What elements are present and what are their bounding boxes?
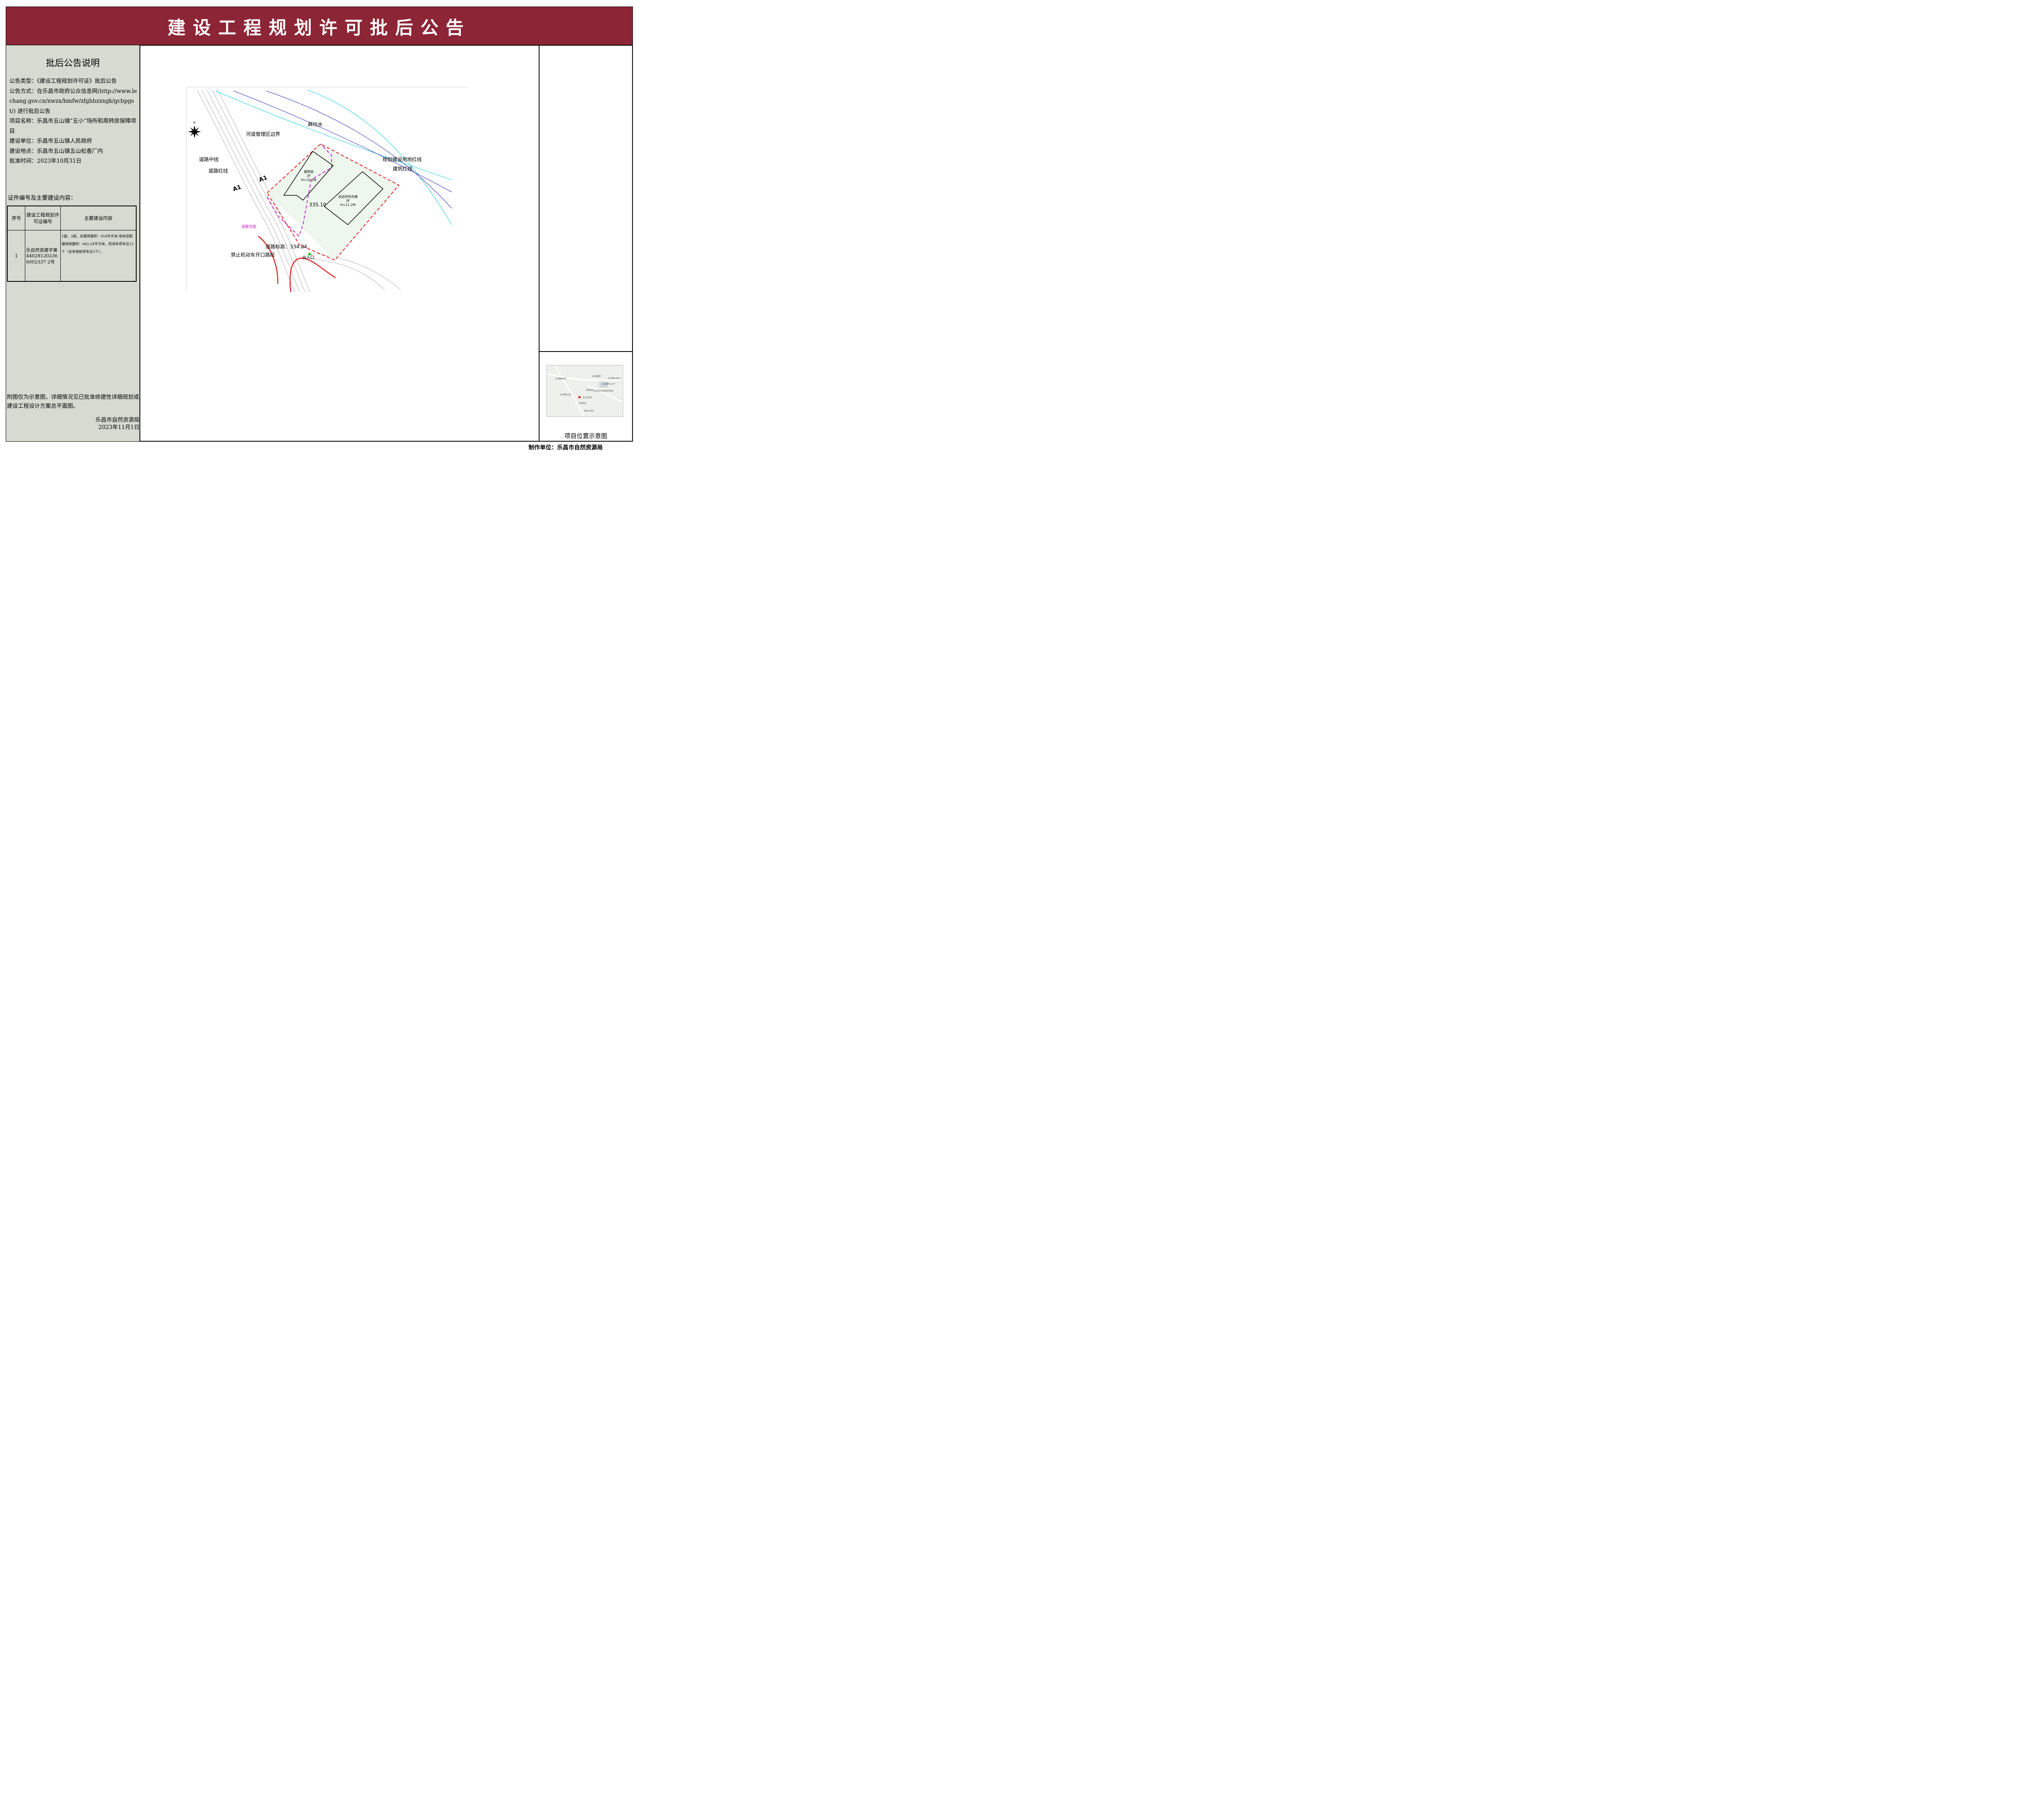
river-label: 麻坑水 xyxy=(308,121,323,127)
elevation-label: 335.10 xyxy=(309,202,326,208)
building-red-label: 建筑红线 xyxy=(393,166,412,172)
building1-height: H=10.5M xyxy=(301,178,316,182)
no-vehicle-line-left xyxy=(258,235,279,284)
cell-index: 1 xyxy=(7,230,25,282)
planning-red-line xyxy=(266,143,400,261)
loc-label-5: 乐昌市农村信用合作联社 xyxy=(593,389,614,392)
location-map: 五山镇政府 五山镇文化中心 五山镇中心小学 五山镇敬老院 唐风饭店 乐昌市农村信… xyxy=(546,365,623,417)
signature: 乐昌市自然资源局 2023年11月1日 xyxy=(95,416,139,431)
building2-height: H=11.2M xyxy=(340,203,356,207)
loc-label-0: 五山镇政府 xyxy=(592,375,601,378)
planning-red-label: 规划建设用地红线 xyxy=(383,156,422,162)
table-title: 证件编号及主要建设内容： xyxy=(8,195,76,201)
entrance-label: 出入口 xyxy=(302,255,314,260)
loc-label-8: 叶家饭店 xyxy=(579,402,586,405)
table-row: 1 乐自然资建字第440281202366002337 2号 1座，3层，总建筑… xyxy=(7,230,137,282)
sign-date: 2023年11月1日 xyxy=(98,424,139,431)
north-arrow-icon: N xyxy=(188,121,201,138)
license-table: 序号 建设工程规划许可证编号 主要建设内容 1 乐自然资建字第440281202… xyxy=(7,206,137,282)
adjust-range-line xyxy=(267,144,332,237)
notice-info: 公告类型：《建设工程规划许可证》批后公告 公告方式：在乐昌市政府公众信息网(ht… xyxy=(9,76,138,166)
building1-floors: 3F xyxy=(307,174,311,178)
loc-label-7: 五山卫生院 xyxy=(583,396,592,399)
site-plan: N 麻坑水 河道管理区边界 道路中线 道路红线 规划建设用地红线 建筑红线 33… xyxy=(140,45,540,441)
note-text: 附图仅为示意图，详细情况见已批准修建性详细规划或建设工程设计方案总平面图。 xyxy=(7,394,139,409)
cell-content: 1座，3层，总建筑面积：618平方米,地块总配建绿地面积：662.24平方米，机… xyxy=(60,230,137,282)
right-divider xyxy=(539,351,632,352)
right-panel: 五山镇政府 五山镇文化中心 五山镇中心小学 五山镇敬老院 唐风饭店 乐昌市农村信… xyxy=(539,45,632,441)
col-content: 主要建设内容 xyxy=(60,206,137,230)
location-caption: 项目位置示意图 xyxy=(564,432,607,440)
notice-type: 公告类型：《建设工程规划许可证》批后公告 xyxy=(9,78,117,84)
loc-label-4: 唐风饭店 xyxy=(586,389,593,391)
builder: 建设单位：乐昌市五山镇人民政府 xyxy=(9,138,92,144)
location-pin-icon xyxy=(578,396,581,398)
north-label: N xyxy=(193,121,195,124)
building1-name: 周转房 xyxy=(304,170,314,174)
adjust-range-label: 调整范围 xyxy=(241,224,256,229)
approval-date: 批准时间：2023年10月31日 xyxy=(9,158,82,164)
building-zhouzhuanfang xyxy=(283,150,334,201)
road-center-label: 道路中线 xyxy=(199,156,219,162)
river-boundary-label: 河道管理区边界 xyxy=(246,131,280,137)
location-map-drawing: 五山镇政府 五山镇文化中心 五山镇中心小学 五山镇敬老院 唐风饭店 乐昌市农村信… xyxy=(546,365,623,417)
no-vehicle-label: 禁止机动车开口路段 xyxy=(231,252,275,258)
road-lines xyxy=(197,90,401,292)
notice-method: 公告方式：在乐昌市政府公众信息网(http://www.lechang.gov.… xyxy=(9,88,137,115)
a1-label-right: A1 xyxy=(258,175,268,184)
project-name: 项目名称：乐昌市五山镇“五小”场所和周转房保障项目 xyxy=(9,118,136,135)
col-license: 建设工程规划许可证编号 xyxy=(25,206,61,230)
road-red-label: 道路红线 xyxy=(208,168,228,174)
site-plan-drawing: N 麻坑水 河道管理区边界 道路中线 道路红线 规划建设用地红线 建筑红线 33… xyxy=(186,87,468,292)
left-panel: 批后公告说明 公告类型：《建设工程规划许可证》批后公告 公告方式：在乐昌市政府公… xyxy=(6,45,140,441)
sign-org: 乐昌市自然资源局 xyxy=(95,417,139,423)
col-index: 序号 xyxy=(7,206,25,230)
building-paichusuo xyxy=(323,171,384,226)
notice-heading: 批后公告说明 xyxy=(46,58,100,69)
loc-label-1: 五山镇文化中心 xyxy=(608,377,621,380)
road-elev-label: 道路标高：334.84 xyxy=(265,243,307,250)
loc-label-6: 五山镇幼儿园 xyxy=(560,393,571,396)
cell-license: 乐自然资建字第440281202366002337 2号 xyxy=(25,230,61,282)
location: 建设地点：乐昌市五山镇五山松香厂内 xyxy=(9,148,103,155)
building2-name: 派出所综合楼 xyxy=(338,195,358,199)
building2-floors: 3F xyxy=(346,199,350,203)
loc-label-9: 康达大药房 xyxy=(584,409,594,412)
no-vehicle-line-right xyxy=(290,257,336,292)
loc-label-3: 五山镇敬老院 xyxy=(555,377,566,380)
river-lines xyxy=(215,90,452,225)
site-green-area xyxy=(267,144,399,260)
entrance-icon xyxy=(307,252,312,255)
maker-credit: 制作单位：乐昌市自然资源局 xyxy=(529,444,603,451)
page-title: 建设工程规划许可批后公告 xyxy=(6,7,632,46)
a1-label-left: A1 xyxy=(232,184,242,193)
loc-label-2: 五山镇中心小学 xyxy=(602,383,615,385)
